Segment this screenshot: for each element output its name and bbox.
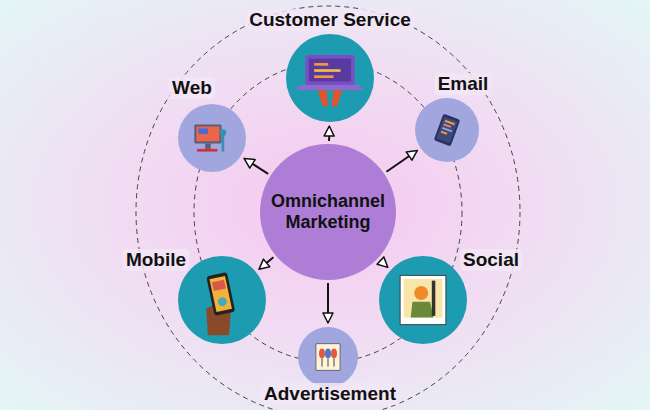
channel-circle: Social	[379, 256, 467, 344]
channel-label: Mobile	[123, 249, 189, 271]
channel-circle: Advertisement	[298, 327, 358, 387]
channel-arrow	[260, 257, 274, 268]
outer-dashed-ring	[136, 6, 520, 410]
channel-arrow	[245, 159, 268, 174]
channel-label: Email	[435, 73, 492, 95]
poster-illustration	[298, 327, 358, 387]
channel-circle: Customer Service	[286, 34, 374, 122]
channel-label: Social	[460, 249, 522, 271]
channel-arrow	[328, 127, 330, 141]
channel-circle: Mobile	[178, 256, 266, 344]
hub-title: Omnichannel Marketing	[268, 191, 388, 232]
channel-label: Customer Service	[246, 9, 414, 31]
channel-arrow	[386, 151, 416, 172]
tablet-illustration	[415, 98, 479, 162]
hub-circle: Omnichannel Marketing	[260, 144, 396, 280]
phone-illustration	[178, 256, 266, 344]
laptop-illustration	[286, 34, 374, 122]
channel-label: Web	[169, 77, 215, 99]
channel-label: Advertisement	[261, 383, 399, 405]
channel-circle: Web	[178, 104, 246, 172]
monitor-illustration	[178, 104, 246, 172]
photo-illustration	[379, 256, 467, 344]
channel-arrow	[327, 283, 329, 322]
channel-arrow	[380, 260, 387, 266]
channel-circle: Email	[415, 98, 479, 162]
